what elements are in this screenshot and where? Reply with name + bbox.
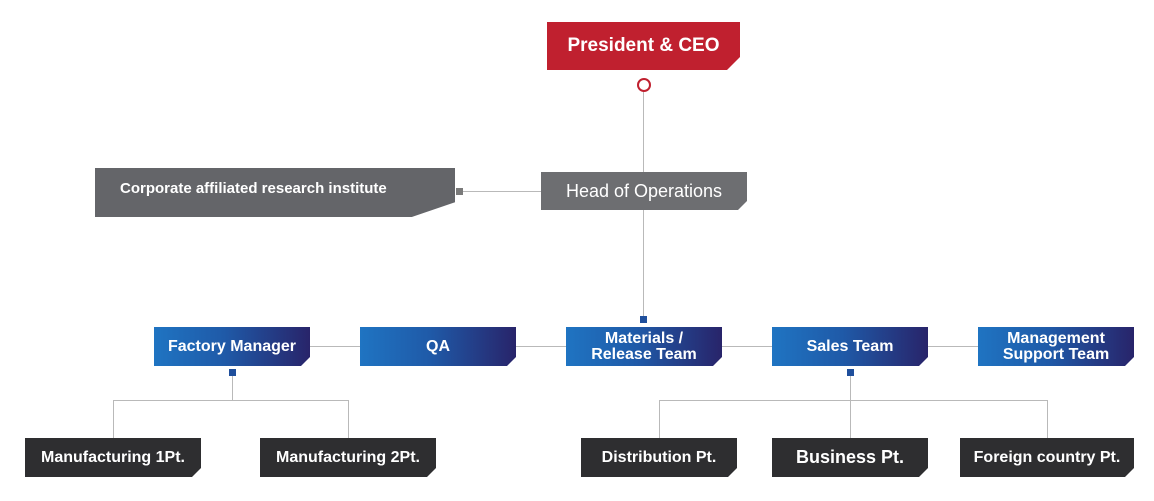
factory-manager-box: Factory Manager [154,327,310,366]
foreign-country-pt-label: Foreign country Pt. [973,448,1121,466]
ceo-ring-marker [637,78,651,92]
materials-release-team-box: Materials / Release Team [566,327,722,366]
teams-square-marker [640,316,647,323]
sales-branch-connector [659,400,1048,401]
distribution-pt-label: Distribution Pt. [601,448,717,466]
factory-square-marker [229,369,236,376]
distribution-pt-box: Distribution Pt. [581,438,737,477]
manufacturing-2pt-label: Manufacturing 2Pt. [275,448,420,466]
business-connector [850,400,851,438]
materials-label-line2: Release Team [591,345,697,363]
head-of-operations-box: Head of Operations [541,172,747,210]
foreign-country-pt-box: Foreign country Pt. [960,438,1134,477]
research-square-marker [456,188,463,195]
research-institute-label: Corporate affiliated research institute [120,180,387,197]
head-teams-connector [643,208,644,322]
head-of-operations-label: Head of Operations [565,180,723,201]
business-pt-label: Business Pt. [795,447,905,467]
management-support-team-box: Management Support Team [978,327,1134,366]
mfg2-connector [348,400,349,438]
qa-label: QA [426,337,450,355]
sales-square-marker [847,369,854,376]
sales-team-box: Sales Team [772,327,928,366]
business-pt-box: Business Pt. [772,438,928,477]
research-institute-box: Corporate affiliated research institute [95,168,455,217]
management-label-line2: Support Team [1002,345,1110,363]
foreign-connector [1047,400,1048,438]
manufacturing-2pt-box: Manufacturing 2Pt. [260,438,436,477]
ceo-head-connector [643,90,644,174]
materials-label-line1: Materials / [604,329,684,347]
qa-box: QA [360,327,516,366]
manufacturing-1pt-label: Manufacturing 1Pt. [40,448,185,466]
mfg1-connector [113,400,114,438]
research-connector [459,191,542,192]
factory-manager-label: Factory Manager [167,337,297,355]
manufacturing-1pt-box: Manufacturing 1Pt. [25,438,201,477]
president-ceo-label: President & CEO [567,35,720,56]
factory-down-connector [232,372,233,401]
sales-down-connector [850,372,851,401]
management-label-line1: Management [1007,329,1105,347]
distribution-connector [659,400,660,438]
factory-branch-connector [113,400,349,401]
sales-team-label: Sales Team [806,337,894,355]
president-ceo-box: President & CEO [547,22,740,70]
